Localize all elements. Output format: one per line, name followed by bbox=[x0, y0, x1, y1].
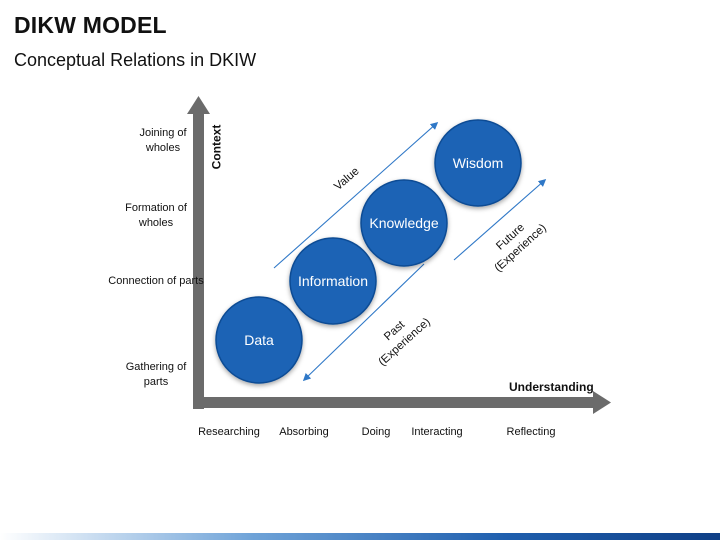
x-stage-doing: Doing bbox=[361, 426, 391, 438]
node-information: Information bbox=[289, 237, 377, 325]
future-arrow bbox=[453, 178, 547, 261]
x-axis-title: Understanding bbox=[509, 380, 594, 394]
node-data: Data bbox=[215, 296, 303, 384]
x-stage-reflecting: Reflecting bbox=[506, 426, 556, 438]
node-wisdom: Wisdom bbox=[434, 119, 522, 207]
node-knowledge-label: Knowledge bbox=[369, 215, 438, 231]
y-level-joining-wholes: Joining of wholes bbox=[139, 127, 187, 154]
node-information-label: Information bbox=[298, 273, 368, 289]
y-axis bbox=[187, 96, 210, 409]
footer-gradient-bar bbox=[0, 533, 720, 540]
x-stage-interacting: Interacting bbox=[411, 426, 463, 438]
x-axis bbox=[193, 391, 611, 414]
node-data-label: Data bbox=[244, 332, 274, 348]
node-knowledge: Knowledge bbox=[360, 179, 448, 267]
y-level-formation-wholes: Formation of wholes bbox=[125, 202, 187, 229]
y-level-connection-parts: Connection of parts bbox=[108, 275, 204, 287]
y-level-gathering-parts: Gathering of parts bbox=[125, 361, 187, 388]
node-wisdom-label: Wisdom bbox=[453, 155, 504, 171]
x-stage-researching: Researching bbox=[198, 426, 260, 438]
x-stage-absorbing: Absorbing bbox=[279, 426, 329, 438]
past-arrow bbox=[302, 263, 425, 382]
page-title: DIKW MODEL bbox=[14, 12, 167, 38]
page-subtitle: Conceptual Relations in DKIW bbox=[14, 50, 257, 70]
value-arrow bbox=[273, 121, 439, 269]
